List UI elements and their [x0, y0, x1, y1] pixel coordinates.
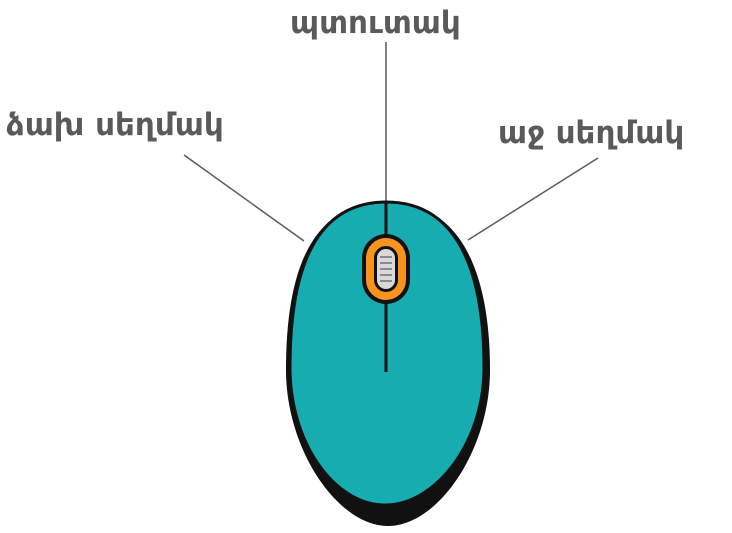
leader-line-right: [467, 157, 599, 241]
leader-line-left: [183, 154, 305, 242]
scroll-wheel: [362, 234, 410, 304]
scroll-wheel-label: պտուտակ: [290, 5, 461, 41]
left-button-label: ձախ սեղմակ: [6, 107, 224, 143]
right-button-label: աջ սեղմակ: [498, 115, 685, 151]
